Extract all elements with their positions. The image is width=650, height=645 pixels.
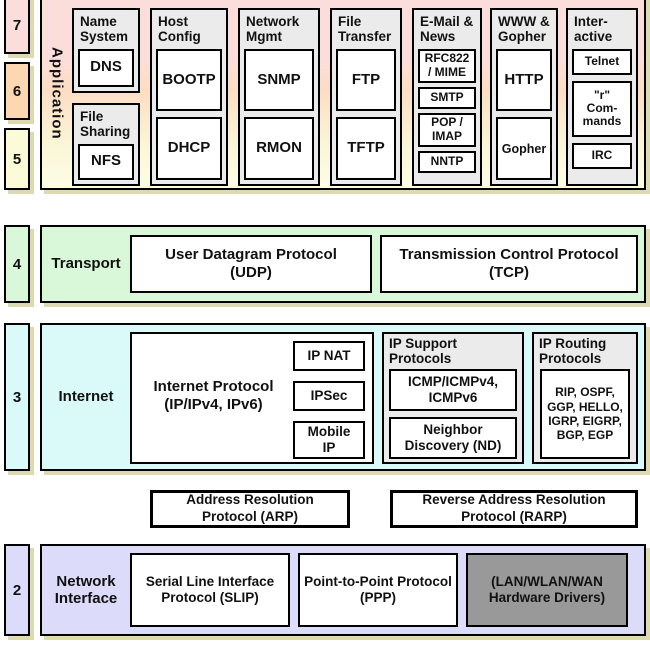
group-title: File Sharing [80, 109, 131, 139]
osi-number-label: 3 [12, 388, 22, 406]
transport-box-udp[interactable]: User Datagram Protocol (UDP) [130, 235, 372, 293]
protocol-box-dhcp[interactable]: DHCP [156, 117, 222, 180]
group-title: File Transfer [338, 14, 392, 44]
app-group-host-config: Host Config BOOTP DHCP [150, 8, 228, 186]
group-title: Host Config [158, 14, 201, 44]
app-group-network-mgmt: Network Mgmt SNMP RMON [238, 8, 320, 186]
osi-layer-number-3: 3 [4, 323, 30, 471]
osi-layer-number-6: 6 [4, 62, 30, 120]
protocol-box-dns[interactable]: DNS [78, 48, 134, 87]
protocol-box-ftp[interactable]: FTP [336, 48, 396, 112]
protocol-box-nfs[interactable]: NFS [78, 143, 134, 180]
protocol-box-smtp[interactable]: SMTP [418, 86, 476, 109]
protocol-box-pop-imap[interactable]: POP / IMAP [418, 112, 476, 147]
protocol-box-snmp[interactable]: SNMP [244, 48, 314, 112]
app-group-file-sharing: File Sharing NFS [72, 103, 140, 186]
protocol-box-bootp[interactable]: BOOTP [156, 48, 222, 112]
internet-box-mobile-ip[interactable]: Mobile IP [293, 421, 365, 459]
osi-layer-number-5: 5 [4, 128, 30, 190]
network-interface-box-ppp[interactable]: Point-to-Point Protocol (PPP) [298, 553, 458, 627]
internet-ip-main-label: Internet Protocol (IP/IPv4, IPv6) [153, 378, 274, 413]
osi-layer-number-7: 7 [4, 0, 30, 54]
app-group-email-news: E-Mail & News RFC822 / MIME SMTP POP / I… [412, 8, 482, 186]
network-interface-layer-label: Network Interface [54, 572, 118, 607]
internet-box-ipsec[interactable]: IPSec [293, 381, 365, 411]
internet-box-ip-nat[interactable]: IP NAT [293, 341, 365, 371]
protocol-box-r-commands[interactable]: "r" Com- mands [572, 80, 632, 137]
internet-box-neighbor-discovery[interactable]: Neighbor Discovery (ND) [389, 417, 517, 459]
sub-card-title: IP Routing Protocols [539, 336, 607, 366]
osi-number-label: 5 [12, 150, 22, 168]
protocol-box-gopher[interactable]: Gopher [496, 117, 552, 180]
resolution-box-arp[interactable]: Address Resolution Protocol (ARP) [150, 490, 350, 528]
application-layer-label: Application [48, 46, 66, 140]
group-title: Network Mgmt [246, 14, 300, 44]
transport-box-tcp[interactable]: Transmission Control Protocol (TCP) [380, 235, 638, 293]
app-group-www-gopher: WWW & Gopher HTTP Gopher [490, 8, 558, 186]
internet-box-icmp[interactable]: ICMP/ICMPv4, ICMPv6 [389, 369, 517, 411]
protocol-box-irc[interactable]: IRC [572, 142, 632, 169]
group-title: WWW & Gopher [498, 14, 550, 44]
network-interface-box-slip[interactable]: Serial Line Interface Protocol (SLIP) [130, 553, 290, 627]
protocol-box-http[interactable]: HTTP [496, 48, 552, 112]
osi-number-label: 7 [12, 16, 22, 34]
group-title: Name System [80, 14, 129, 44]
osi-number-label: 4 [12, 255, 22, 273]
group-title: E-Mail & News [420, 14, 474, 44]
app-group-file-transfer: File Transfer FTP TFTP [330, 8, 402, 186]
protocol-box-rmon[interactable]: RMON [244, 117, 314, 180]
app-group-name-system: Name System DNS [72, 8, 140, 93]
internet-box-routing-protocols[interactable]: RIP, OSPF, GGP, HELLO, IGRP, EIGRP, BGP,… [540, 369, 630, 459]
resolution-box-rarp[interactable]: Reverse Address Resolution Protocol (RAR… [390, 490, 638, 528]
osi-layer-number-4: 4 [4, 225, 30, 303]
protocol-box-tftp[interactable]: TFTP [336, 117, 396, 180]
protocol-box-telnet[interactable]: Telnet [572, 48, 632, 75]
protocol-box-nntp[interactable]: NNTP [418, 150, 476, 173]
network-interface-box-hardware-drivers[interactable]: (LAN/WLAN/WAN Hardware Drivers) [466, 553, 628, 627]
app-group-interactive: Inter- active Telnet "r" Com- mands IRC [566, 8, 638, 186]
protocol-box-rfc822-mime[interactable]: RFC822 / MIME [418, 48, 476, 83]
osi-number-label: 2 [12, 581, 22, 599]
internet-layer-label: Internet [58, 388, 114, 406]
osi-layer-number-2: 2 [4, 544, 30, 636]
transport-layer-label: Transport [51, 255, 121, 273]
osi-number-label: 6 [12, 82, 22, 100]
sub-card-title: IP Support Protocols [389, 336, 458, 366]
group-title: Inter- active [574, 14, 613, 44]
